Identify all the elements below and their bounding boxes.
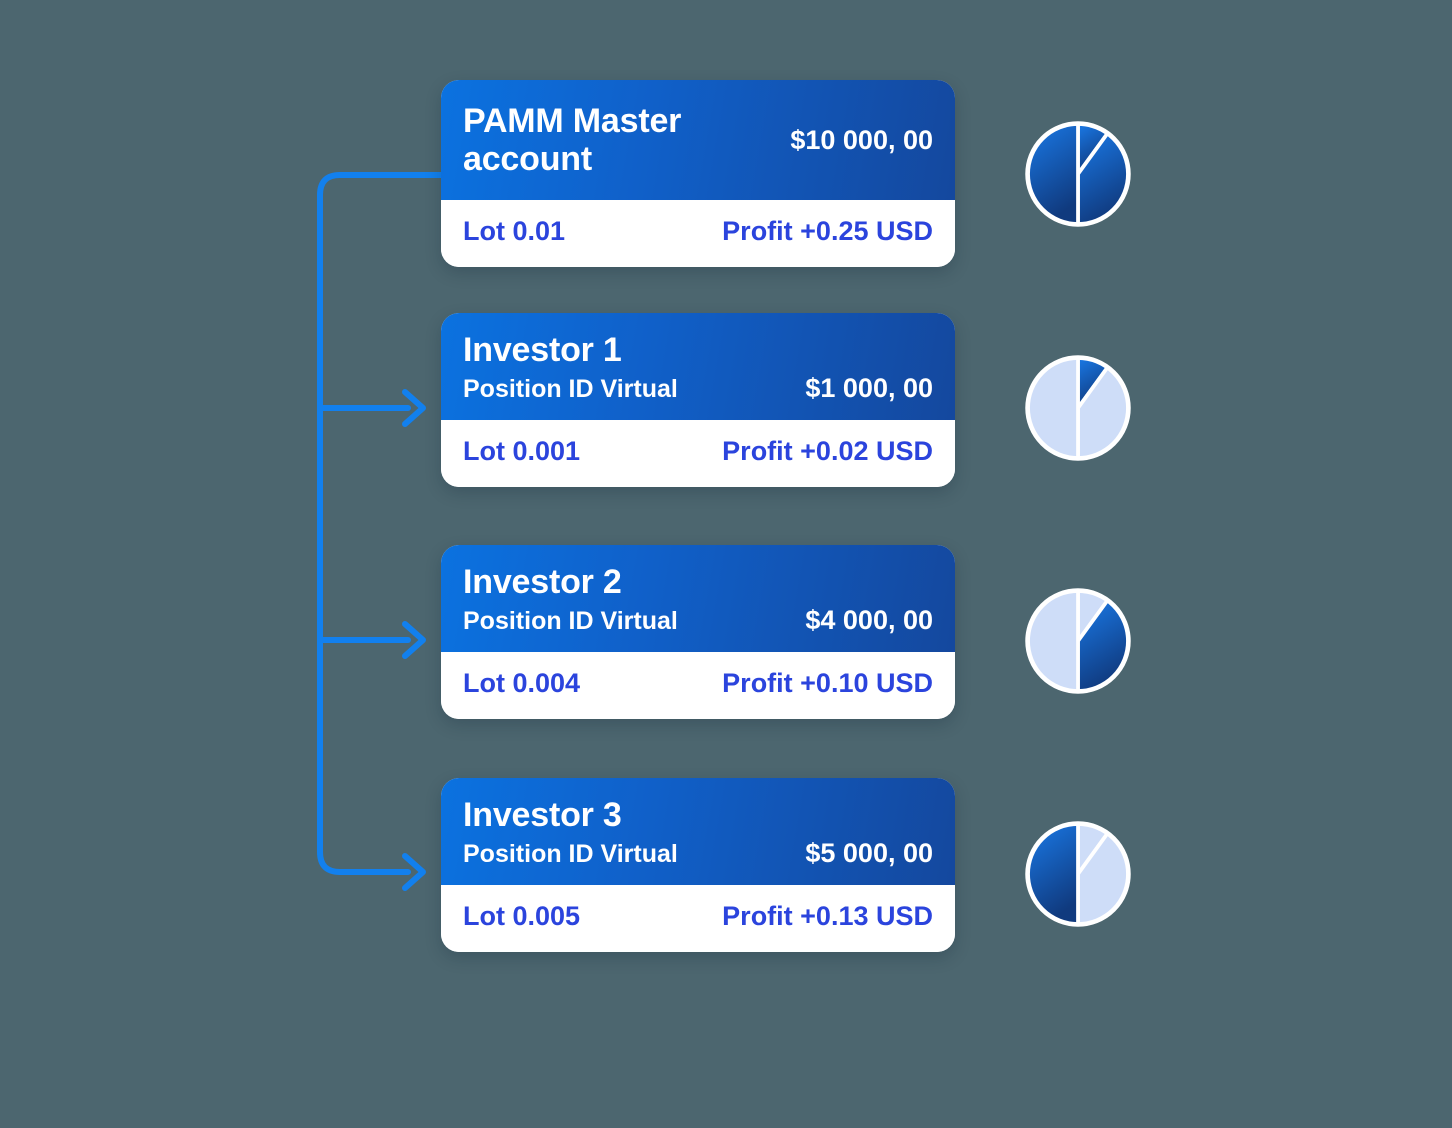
arrowhead-investor-2-icon [402, 621, 426, 659]
card-footer: Lot 0.005 Profit +0.13 USD [441, 885, 955, 953]
pie-outline [1025, 355, 1131, 461]
account-card-investor-3[interactable]: Investor 3 Position ID Virtual $5 000, 0… [441, 778, 955, 953]
account-name: Investor 3 [463, 796, 622, 834]
pie-chart-master [1025, 121, 1131, 227]
account-amount: $1 000, 00 [805, 373, 933, 404]
card-footer: Lot 0.001 Profit +0.02 USD [441, 420, 955, 488]
arrowhead-investor-1-icon [402, 389, 426, 427]
card-header: Investor 3 Position ID Virtual $5 000, 0… [441, 778, 955, 886]
account-subtitle: Position ID Virtual [463, 607, 678, 636]
card-header: Investor 1 Position ID Virtual $1 000, 0… [441, 313, 955, 421]
pie-outline [1025, 121, 1131, 227]
card-header: PAMM Master account $10 000, 00 [441, 80, 955, 201]
account-name: Investor 1 [463, 331, 622, 369]
card-header: Investor 2 Position ID Virtual $4 000, 0… [441, 545, 955, 653]
pie-slice [1025, 355, 1080, 461]
account-subtitle: Position ID Virtual [463, 840, 678, 869]
account-card-investor-2[interactable]: Investor 2 Position ID Virtual $4 000, 0… [441, 545, 955, 720]
pie-outline [1025, 821, 1131, 927]
account-profit: Profit +0.13 USD [722, 901, 933, 932]
account-amount: $5 000, 00 [805, 838, 933, 869]
pie-chart-investor-2 [1025, 588, 1131, 694]
pie-chart-investor-1 [1025, 355, 1131, 461]
account-profit: Profit +0.02 USD [722, 436, 933, 467]
account-card-investor-1[interactable]: Investor 1 Position ID Virtual $1 000, 0… [441, 313, 955, 488]
account-subtitle: Position ID Virtual [463, 375, 678, 404]
account-lot: Lot 0.004 [463, 668, 581, 699]
account-name: Investor 2 [463, 563, 622, 601]
pie-chart-investor-3 [1025, 821, 1131, 927]
account-card-master[interactable]: PAMM Master account $10 000, 00 Lot 0.01… [441, 80, 955, 268]
account-profit: Profit +0.25 USD [722, 216, 933, 247]
account-lot: Lot 0.001 [463, 436, 581, 467]
connector-trunk [317, 172, 444, 875]
account-lot: Lot 0.005 [463, 901, 581, 932]
card-footer: Lot 0.004 Profit +0.10 USD [441, 652, 955, 720]
account-profit: Profit +0.10 USD [722, 668, 933, 699]
pie-slice [1025, 821, 1080, 927]
arrowhead-investor-3-icon [402, 853, 426, 891]
pie-slice [1025, 588, 1080, 694]
card-footer: Lot 0.01 Profit +0.25 USD [441, 200, 955, 268]
account-amount: $4 000, 00 [805, 605, 933, 636]
pie-slice [1025, 121, 1080, 227]
account-amount: $10 000, 00 [790, 124, 933, 155]
account-name: PAMM Master account [463, 102, 682, 179]
pie-outline [1025, 588, 1131, 694]
account-lot: Lot 0.01 [463, 216, 566, 247]
